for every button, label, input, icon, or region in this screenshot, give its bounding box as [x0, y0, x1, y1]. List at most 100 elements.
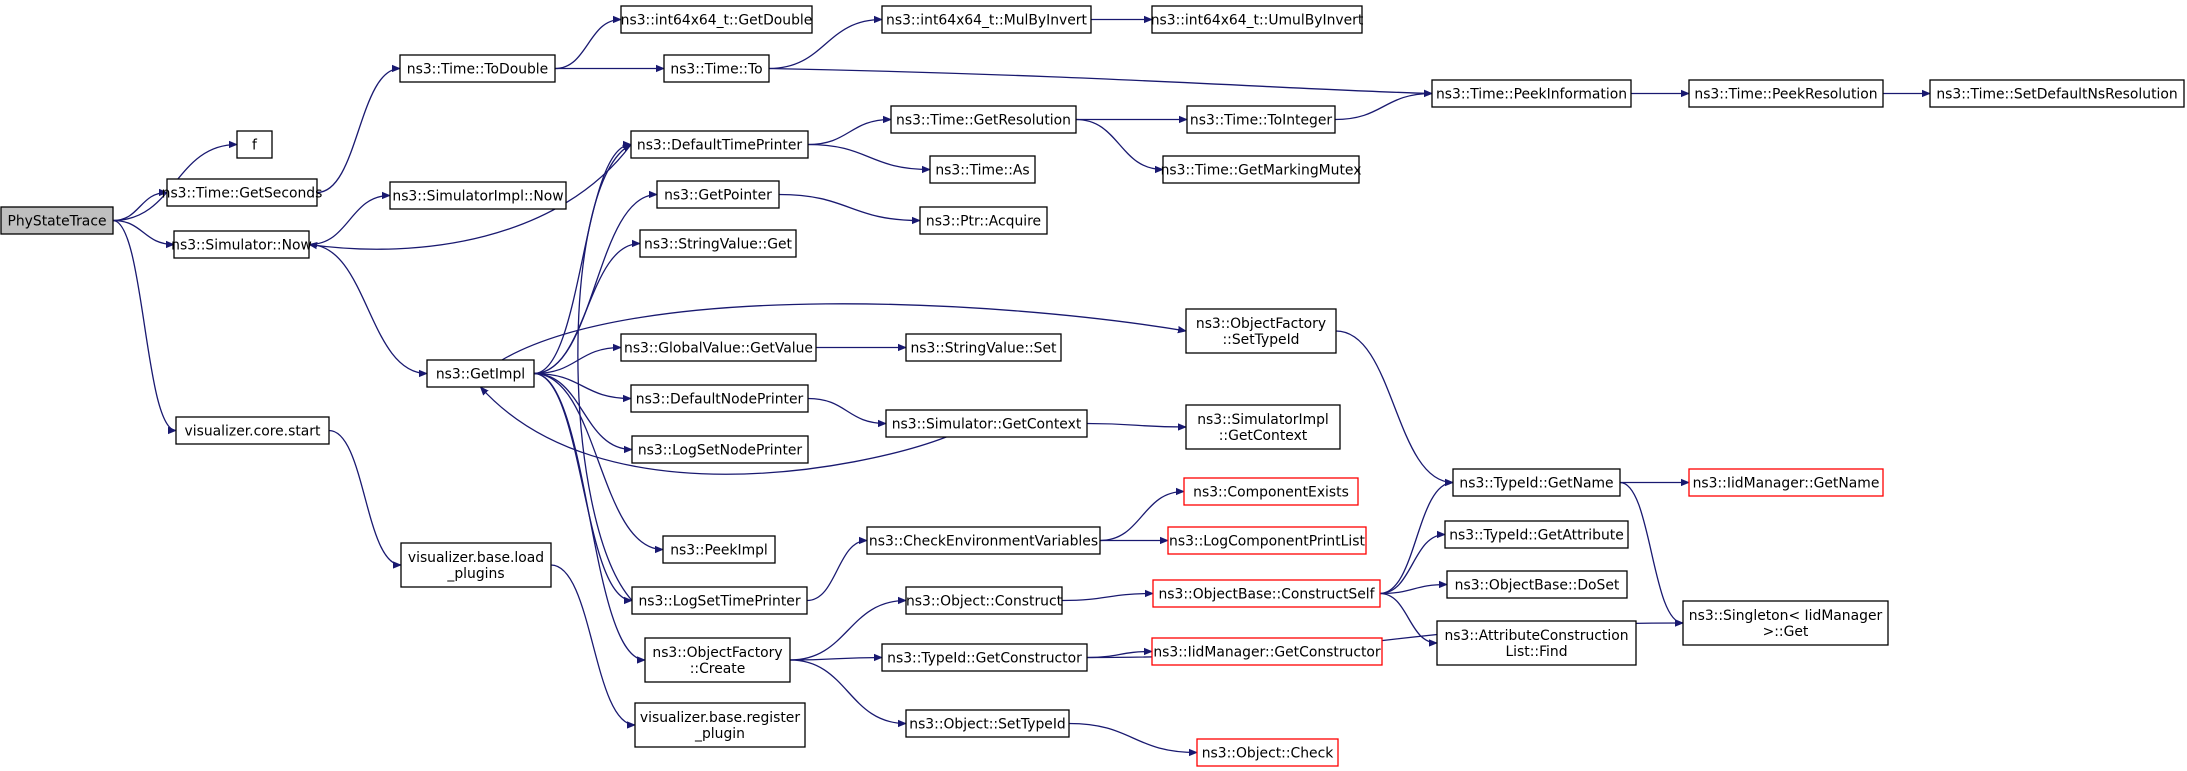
node-label: visualizer.base.register	[640, 710, 800, 726]
node-peekres[interactable]: ns3::Time::PeekResolution	[1688, 79, 1884, 108]
node-loadplugins[interactable]: visualizer.base.load_plugins	[400, 542, 552, 588]
node-box	[662, 535, 776, 564]
node-box	[1186, 105, 1336, 134]
node-stringset[interactable]: ns3::StringValue::Set	[905, 333, 1062, 362]
node-label: ns3::StringValue::Set	[910, 341, 1057, 357]
node-label: ns3::ObjectFactory	[652, 645, 782, 661]
edge-getimpl-to-ofsettypeid	[501, 303, 1186, 361]
node-constructself[interactable]: ns3::ObjectBase::ConstructSelf	[1152, 579, 1381, 608]
node-simnow[interactable]: ns3::Simulator::Now	[171, 230, 312, 259]
node-label: ns3::StringValue::Get	[644, 237, 793, 253]
node-label: ns3::ComponentExists	[1193, 485, 1349, 501]
edge-deftimeprinter-to-getresolution	[807, 120, 891, 146]
node-ofsettypeid[interactable]: ns3::ObjectFactory::SetTypeId	[1185, 308, 1337, 354]
node-getresolution[interactable]: ns3::Time::GetResolution	[890, 105, 1077, 134]
edge-defnodeprinter-to-simgetcontext	[807, 397, 886, 424]
node-simimplnow[interactable]: ns3::SimulatorImpl::Now	[389, 181, 567, 210]
node-box	[236, 130, 273, 159]
node-box	[1152, 579, 1381, 608]
node-phystate[interactable]: PhyStateTrace	[0, 206, 114, 235]
node-box	[399, 54, 556, 83]
node-label: ns3::SimulatorImpl	[1197, 412, 1329, 428]
node-label: List::Find	[1505, 644, 1567, 660]
node-logsettimeprinter[interactable]: ns3::LogSetTimePrinter	[631, 586, 808, 615]
node-gvgetvalue[interactable]: ns3::GlobalValue::GetValue	[620, 333, 817, 362]
node-label: ::Create	[690, 661, 746, 677]
node-box	[620, 333, 817, 362]
node-setdefaultns[interactable]: ns3::Time::SetDefaultNsResolution	[1929, 79, 2185, 108]
node-box	[885, 409, 1088, 438]
node-objsettypeid[interactable]: ns3::Object::SetTypeId	[905, 709, 1070, 738]
node-box	[890, 105, 1077, 134]
node-iidgetconstructor[interactable]: ns3::IidManager::GetConstructor	[1151, 637, 1383, 666]
node-tidgetattr[interactable]: ns3::TypeId::GetAttribute	[1444, 520, 1629, 549]
node-box	[1688, 79, 1884, 108]
edge-simgetcontext-to-simimplgetcontext	[1086, 422, 1186, 428]
edge-deftimeprinter-to-timeas	[807, 143, 930, 170]
node-box	[905, 709, 1070, 738]
node-label: ns3::int64x64_t::UmulByInvert	[1151, 13, 1364, 29]
edge-constructself-to-dosetnode	[1379, 585, 1447, 595]
node-toint[interactable]: ns3::Time::ToInteger	[1186, 105, 1336, 134]
node-tidgetname[interactable]: ns3::TypeId::GetName	[1452, 468, 1621, 497]
node-box	[644, 637, 791, 683]
node-dosetnode[interactable]: ns3::ObjectBase::DoSet	[1446, 570, 1628, 599]
node-ofcreate[interactable]: ns3::ObjectFactory::Create	[644, 637, 791, 683]
node-mulbyinvert[interactable]: ns3::int64x64_t::MulByInvert	[881, 5, 1092, 34]
node-compexists[interactable]: ns3::ComponentExists	[1183, 477, 1359, 506]
node-getseconds[interactable]: ns3::Time::GetSeconds	[162, 178, 323, 207]
node-box	[400, 542, 552, 588]
node-label: ns3::LogComponentPrintList	[1169, 534, 1365, 550]
node-objconstruct[interactable]: ns3::Object::Construct	[905, 586, 1063, 615]
node-logsetnodeprinter[interactable]: ns3::LogSetNodePrinter	[631, 435, 809, 464]
node-getdouble[interactable]: ns3::int64x64_t::GetDouble	[620, 5, 813, 34]
node-label: ns3::Ptr::Acquire	[926, 214, 1041, 230]
node-box	[1183, 477, 1359, 506]
node-getmarkingmutex[interactable]: ns3::Time::GetMarkingMutex	[1161, 155, 1362, 184]
node-vizstart[interactable]: visualizer.core.start	[175, 416, 330, 445]
node-todouble[interactable]: ns3::Time::ToDouble	[399, 54, 556, 83]
node-umulbyinvert[interactable]: ns3::int64x64_t::UmulByInvert	[1151, 5, 1364, 34]
node-getpointer[interactable]: ns3::GetPointer	[656, 180, 780, 209]
node-label: ns3::Singleton< IidManager	[1689, 608, 1883, 624]
node-box	[866, 526, 1101, 555]
node-label: ns3::int64x64_t::MulByInvert	[886, 13, 1087, 29]
node-tidgetconstructor[interactable]: ns3::TypeId::GetConstructor	[881, 643, 1088, 672]
node-label: ns3::TypeId::GetName	[1459, 476, 1613, 492]
edge-ofcreate-to-objsettypeid	[789, 659, 906, 724]
node-box	[905, 333, 1062, 362]
node-timeas[interactable]: ns3::Time::As	[929, 155, 1036, 184]
node-box	[631, 435, 809, 464]
node-peekimpl[interactable]: ns3::PeekImpl	[662, 535, 776, 564]
node-box	[1431, 79, 1632, 108]
node-label: ns3::DefaultNodePrinter	[636, 392, 804, 408]
node-label: PhyStateTrace	[7, 214, 106, 230]
node-box	[1151, 5, 1363, 34]
node-registerplugin[interactable]: visualizer.base.register_plugin	[634, 702, 806, 748]
node-singleton[interactable]: ns3::Singleton< IidManager>::Get	[1682, 600, 1889, 646]
node-stringget[interactable]: ns3::StringValue::Get	[639, 229, 797, 258]
node-ptracquire[interactable]: ns3::Ptr::Acquire	[919, 206, 1048, 235]
node-getimpl[interactable]: ns3::GetImpl	[426, 359, 535, 388]
edge-ofcreate-to-tidgetconstructor	[789, 658, 882, 661]
node-checkenv[interactable]: ns3::CheckEnvironmentVariables	[866, 526, 1101, 555]
node-box	[1688, 468, 1884, 497]
node-f[interactable]: f	[236, 130, 273, 159]
node-iidgetname[interactable]: ns3::IidManager::GetName	[1688, 468, 1884, 497]
edge-phystate-to-getseconds	[112, 193, 167, 222]
node-simimplgetcontext[interactable]: ns3::SimulatorImpl::GetContext	[1185, 404, 1341, 450]
node-deftimeprinter[interactable]: ns3::DefaultTimePrinter	[630, 130, 809, 159]
node-defnodeprinter[interactable]: ns3::DefaultNodePrinter	[630, 384, 809, 413]
node-label: ns3::Time::ToInteger	[1190, 113, 1332, 129]
node-box	[0, 206, 114, 235]
node-label: >::Get	[1763, 624, 1809, 640]
node-peekinfo[interactable]: ns3::Time::PeekInformation	[1431, 79, 1632, 108]
node-objcheck[interactable]: ns3::Object::Check	[1196, 738, 1339, 767]
edge-phystate-to-vizstart	[112, 219, 177, 431]
node-label: ns3::Time::ToDouble	[407, 62, 548, 78]
node-timeto[interactable]: ns3::Time::To	[663, 54, 770, 83]
node-simgetcontext[interactable]: ns3::Simulator::GetContext	[885, 409, 1088, 438]
node-logcompprint[interactable]: ns3::LogComponentPrintList	[1167, 526, 1367, 555]
